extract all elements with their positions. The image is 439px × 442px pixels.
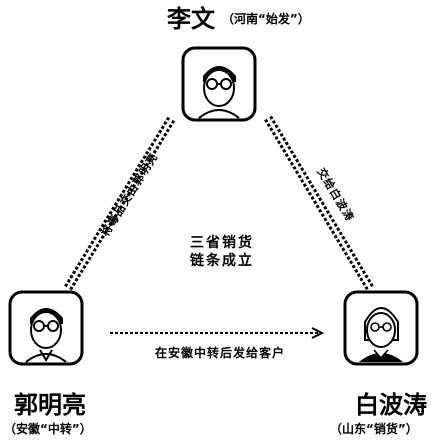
person-role-left: （安徽“中转”） bbox=[4, 422, 92, 436]
edge-label-bottom: 在安徽中转后发给客户 bbox=[154, 346, 285, 360]
person-icon bbox=[198, 66, 240, 119]
person-name-right: 白波涛 bbox=[355, 390, 427, 419]
bottom-arrow bbox=[110, 327, 325, 339]
portrait-left bbox=[8, 290, 84, 366]
person-name-top: 李文 bbox=[167, 4, 215, 33]
center-caption: 三省销货 链条成立 bbox=[182, 234, 262, 270]
portrait-top bbox=[181, 46, 257, 122]
left-connector bbox=[64, 115, 176, 291]
person-role-right: （山东“销货”） bbox=[330, 422, 418, 436]
person-name-left: 郭明亮 bbox=[14, 390, 86, 419]
person-role-top: （河南“始发”） bbox=[222, 12, 310, 26]
center-line-1: 三省销货 bbox=[190, 235, 254, 251]
person-icon bbox=[359, 307, 403, 362]
portrait-right bbox=[343, 290, 419, 366]
right-connector bbox=[264, 115, 374, 291]
center-line-2: 链条成立 bbox=[190, 253, 254, 269]
person-icon bbox=[25, 308, 67, 363]
